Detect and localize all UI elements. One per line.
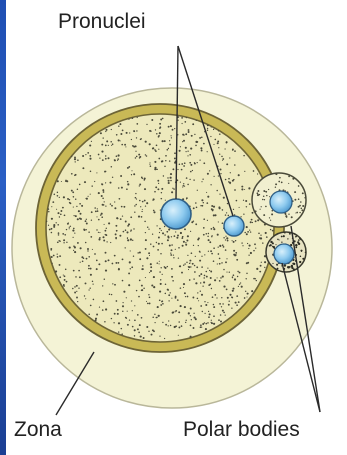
polar-body-lower-nucleus (274, 244, 294, 264)
zona-label: Zona (14, 418, 62, 442)
pronucleus-small (224, 216, 244, 236)
polar-bodies-label: Polar bodies (183, 418, 300, 442)
polar-body-upper-nucleus (270, 191, 292, 213)
pronucleus-large (161, 199, 191, 229)
pronuclei-label: Pronuclei (58, 10, 146, 34)
